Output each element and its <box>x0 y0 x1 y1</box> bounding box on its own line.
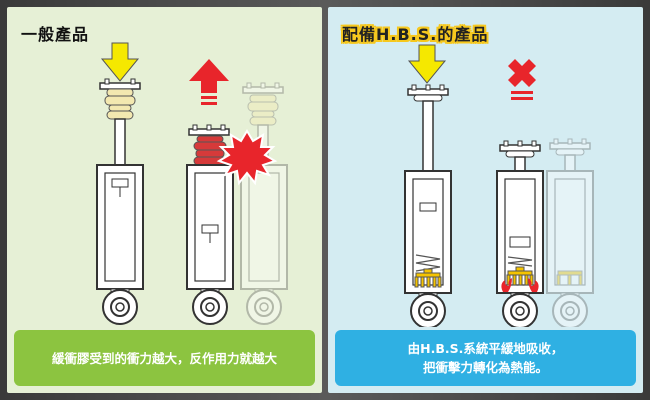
impact-burst-icon <box>216 129 278 186</box>
hbs-spring-compressed <box>506 256 534 286</box>
diagram-normal-product <box>96 42 288 325</box>
caption-normal-product: 緩衝膠受到的衝力越大，反作用力就越大 <box>14 330 315 386</box>
panel-hbs-product: 配備H.B.S.的產品 <box>328 7 643 393</box>
heat-flame-icon <box>501 278 539 292</box>
yellow-down-arrow-icon <box>100 42 140 82</box>
red-x-icon <box>508 59 536 100</box>
caption-line-2: 把衝擊力轉化為熱能。 <box>422 360 548 375</box>
hbs-shock-absorber-rest <box>404 84 452 327</box>
red-up-arrow-icon <box>189 59 229 105</box>
shock-absorber-ghost <box>240 82 288 325</box>
shock-absorber-rest <box>96 78 144 325</box>
caption-hbs-product: 由H.B.S.系統平緩地吸收， 把衝擊力轉化為熱能。 <box>335 330 636 386</box>
panel-title-normal: 一般產品 <box>21 25 90 44</box>
caption-line-1: 由H.B.S.系統平緩地吸收， <box>407 341 564 356</box>
caption-line: 緩衝膠受到的衝力越大，反作用力就越大 <box>51 350 277 366</box>
bump-stop-compressed <box>193 135 227 166</box>
hbs-shock-absorber-ghost <box>546 138 594 327</box>
hbs-spring <box>414 254 442 288</box>
shock-absorber-compressed <box>186 124 234 325</box>
bump-stop-rubber <box>104 88 136 120</box>
panel-title-hbs: 配備H.B.S.的產品 <box>342 25 489 44</box>
hbs-shock-absorber-compressed <box>496 140 544 327</box>
yellow-down-arrow-icon <box>407 44 447 84</box>
diagram-hbs-product <box>404 44 594 327</box>
panel-normal-product: 一般產品 <box>7 7 322 393</box>
